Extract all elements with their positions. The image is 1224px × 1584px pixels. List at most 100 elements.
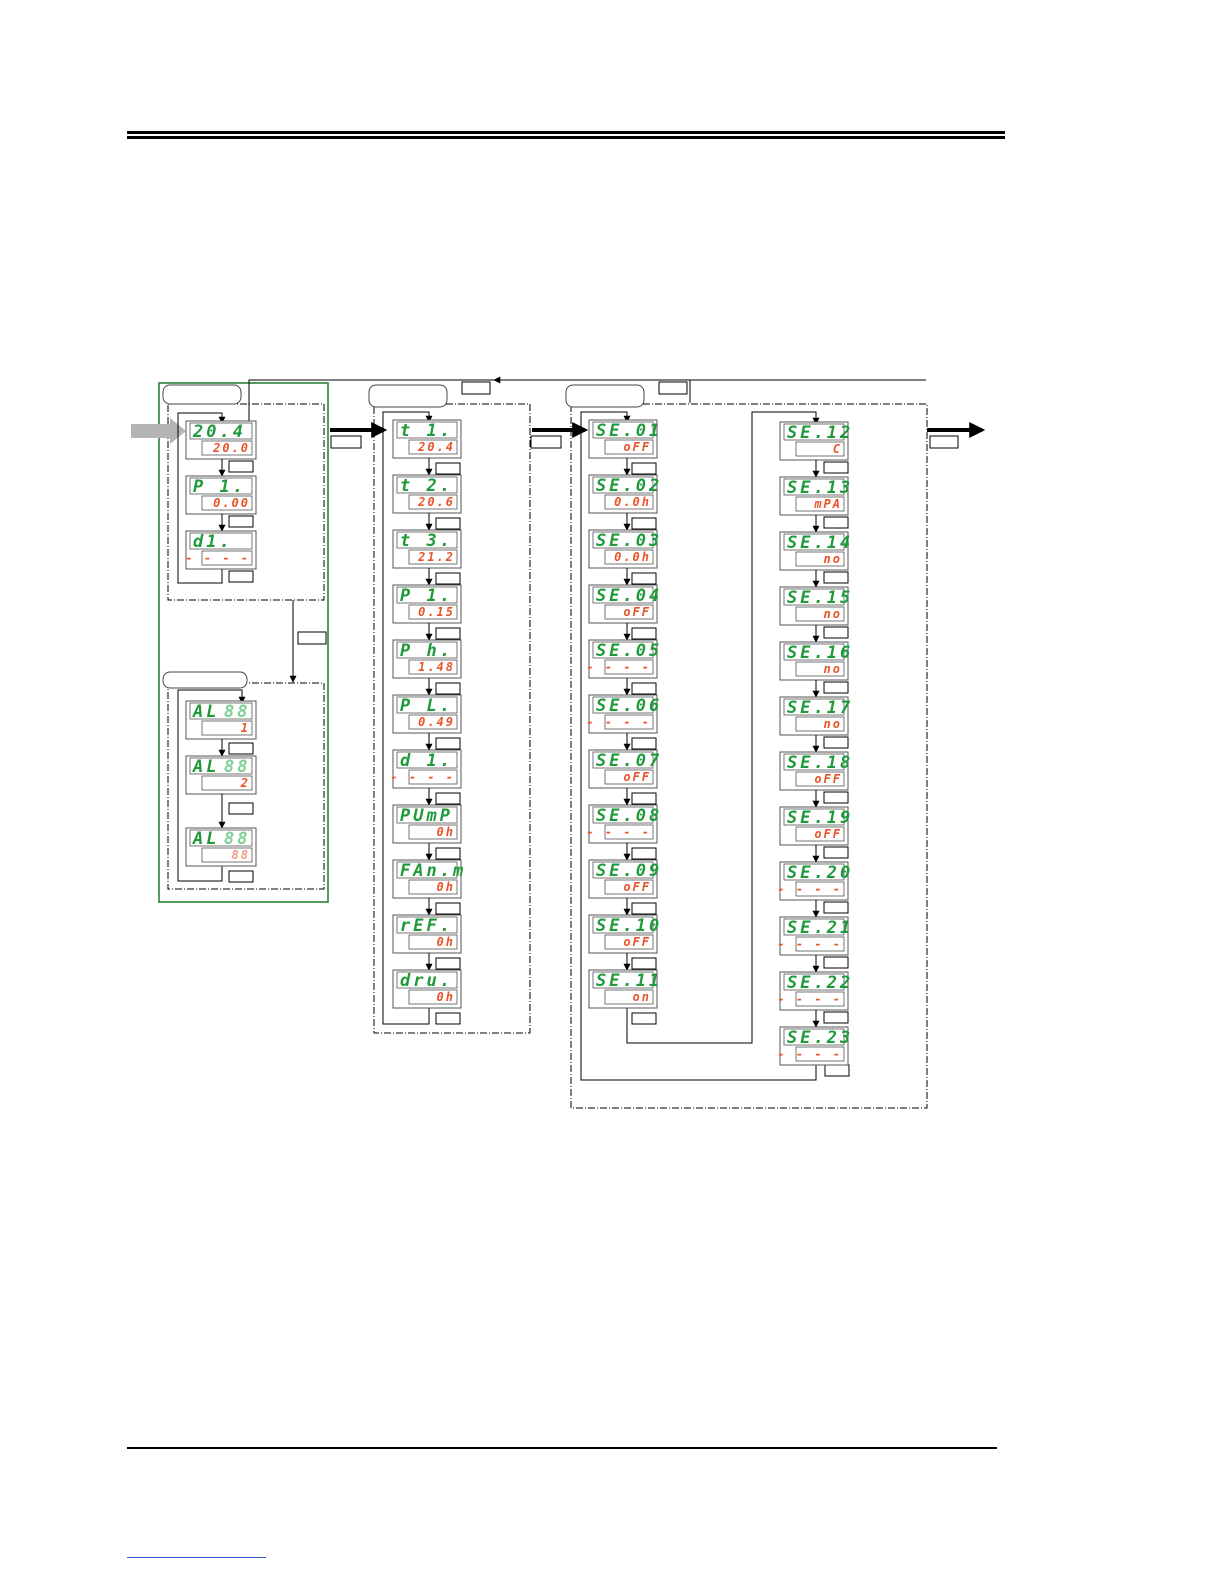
column4-panel-1-frame [779, 421, 849, 461]
footer-link-rule [127, 1557, 266, 1558]
column3-panel-4-top-window [592, 586, 654, 604]
monitor-panel-1-bottom-value: 20.0 [212, 441, 250, 455]
monitor-panel-3-top-window [189, 532, 253, 550]
column2-panel-7-top-value: d 1. [400, 751, 453, 771]
entry-arrow [131, 418, 186, 444]
column4-panel-1-bottom-value: C [833, 442, 842, 456]
column4-panel-5-top-value: SE.16 [787, 643, 853, 663]
column4-panel-10-bottom-value: - - - - [777, 937, 842, 951]
column4-panel-4-frame [779, 586, 849, 626]
column2-panel-7-top-window [396, 751, 458, 769]
column3-panel-1-bottom-value: oFF [623, 440, 651, 454]
column2-panel-5-frame [392, 639, 462, 679]
monitor-panel-2: P 1.0.00 [185, 475, 257, 515]
column2-key-box-5 [435, 682, 461, 695]
column3-panel-11-top-value: SE.11 [596, 971, 662, 991]
column3-panel-2: SE.020.0h [588, 474, 662, 514]
column4-panel-1: SE.12C [779, 421, 850, 461]
column2-panel-4-top-value: P 1. [400, 586, 453, 606]
column2-panel-5-bottom-window [408, 659, 458, 675]
column3-panel-8-bottom-window [604, 824, 654, 840]
column4-panel-10-top-value: SE.21 [787, 918, 853, 938]
column4-panel-12-frame [779, 1026, 849, 1066]
column3-panel-2-bottom-window [604, 494, 654, 510]
column2-panel-2-top-value: t 2. [400, 476, 453, 496]
column3-panel-9-frame [588, 859, 658, 899]
column4-panel-7-top-window [783, 753, 845, 771]
column2-key-box-3 [435, 572, 461, 585]
column4-panel-12-bottom-value: - - - - [777, 1047, 842, 1061]
column2-panel-3-top-value: t 3. [400, 531, 453, 551]
alarm-panel-2-frame [185, 755, 257, 795]
alarm-panel-1-frame [185, 700, 257, 740]
column3-panel-10-top-value: SE.10 [596, 916, 662, 936]
column4-panel-12-bottom-window [795, 1046, 845, 1062]
column2-panel-6-bottom-value: 0.49 [418, 715, 455, 729]
column3-panel-7-bottom-window [604, 769, 654, 785]
alarm-panel-2-top-placeholder: 88 [224, 757, 250, 777]
column3-panel-6-bottom-value: - - - - [586, 715, 651, 729]
column4-panel-12-top-window [783, 1028, 845, 1046]
column3-panel-2-top-value: SE.02 [596, 476, 662, 496]
alarm-panel-2-top-value: AL [192, 757, 219, 777]
alarm-panel-3-frame [185, 827, 257, 867]
column3-key-box-2 [631, 517, 657, 530]
column4-panel-11-bottom-value: - - - - [777, 992, 842, 1006]
alarm-panel-1-bottom-window [201, 720, 253, 736]
column3-panel-1-bottom-window [604, 439, 654, 455]
column4-panel-4-bottom-value: no [824, 607, 842, 621]
column4-panel-8-bottom-value: oFF [814, 827, 842, 841]
column3-key-box-3 [631, 572, 657, 585]
column3-panel-2-bottom-value: 0.0h [614, 495, 651, 509]
column4-panel-6-top-value: SE.17 [787, 698, 853, 718]
column4-panel-2-top-value: SE.13 [787, 478, 853, 498]
column4-key-box-4 [823, 626, 849, 639]
column2-section-box [373, 403, 531, 1034]
column2-key-box-6 [435, 737, 461, 750]
column2-panel-9-frame [392, 859, 462, 899]
alarm-panel-3-top-value: AL [192, 829, 219, 849]
column2-panel-7-frame [392, 749, 462, 789]
column3-panel-9-top-window [592, 861, 654, 879]
alarm-panel-2-top-window [189, 757, 253, 775]
monitor-panel-3: d1.- - - - [185, 530, 257, 570]
column4-panel-11-top-value: SE.22 [787, 973, 853, 993]
column3-panel-8-frame [588, 804, 658, 844]
monitor-panel-2-bottom-value: 0.00 [213, 496, 250, 510]
column4-panel-6-frame [779, 696, 849, 736]
column4-panel-10-bottom-window [795, 936, 845, 952]
column2-key-box-10 [435, 957, 461, 970]
column4-panel-12-top-value: SE.23 [787, 1028, 853, 1048]
column2-key-box-9 [435, 902, 461, 915]
column2-panel-6-top-window [396, 696, 458, 714]
column3-panel-11-frame [588, 969, 658, 1009]
column2-panel-9: FAn.m0h [392, 859, 463, 899]
column3-key-box-11 [631, 1012, 657, 1025]
column3-key-box-1 [631, 462, 657, 475]
column2-key-box-1 [435, 462, 461, 475]
alarm-panel-3-top-window [189, 829, 253, 847]
column4-panel-2-bottom-window [795, 496, 845, 512]
column2-panel-10-top-value: rEF. [400, 916, 453, 936]
column2-panel-1: t 1.20.4 [392, 419, 462, 459]
monitor-panel-1-frame [185, 420, 257, 460]
column4-panel-10-top-window [783, 918, 845, 936]
loop-lines [177, 411, 820, 1081]
column4-panel-6-bottom-value: no [824, 717, 842, 731]
column2-key-box-7 [435, 792, 461, 805]
column3-key-box-8 [631, 847, 657, 860]
column3-panel-3-frame [588, 529, 658, 569]
column3-panel-3-bottom-window [604, 549, 654, 565]
column2-panel-8-frame [392, 804, 462, 844]
column4-panel-1-top-window [783, 423, 845, 441]
column2-panel-10-bottom-window [408, 934, 458, 950]
column4-panel-3-top-window [783, 533, 845, 551]
column2-panel-2: t 2.20.6 [392, 474, 462, 514]
column3-panel-9-top-value: SE.09 [596, 861, 662, 881]
